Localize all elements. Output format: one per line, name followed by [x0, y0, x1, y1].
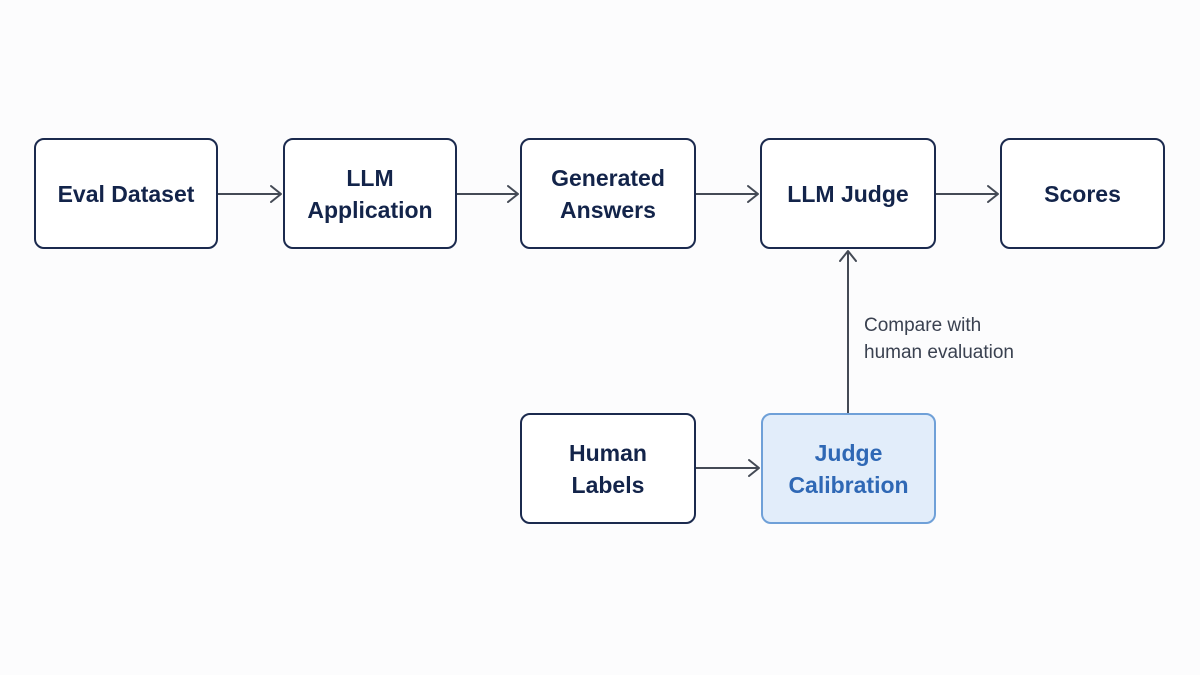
node-label: LLM Judge: [787, 180, 909, 207]
edge-human-to-calibration: [696, 459, 760, 477]
node-label: LLM Application: [307, 164, 433, 223]
edge-annotation: Compare with human evaluation: [864, 315, 1014, 363]
edge-app-to-generated: [457, 185, 519, 203]
node-scores: Scores: [1000, 138, 1165, 249]
node-label: Human Labels: [569, 439, 647, 498]
node-label: Generated Answers: [551, 164, 665, 223]
node-llm-application: LLM Application: [283, 138, 457, 249]
node-eval-dataset: Eval Dataset: [34, 138, 218, 249]
node-label: Eval Dataset: [57, 180, 195, 207]
edge-generated-to-judge: [696, 185, 759, 203]
node-judge-calibration: Judge Calibration: [761, 413, 936, 524]
node-label: Scores: [1044, 180, 1121, 207]
edge-calibration-to-judge: [839, 250, 857, 413]
edge-judge-to-scores: [936, 185, 999, 203]
node-llm-judge: LLM Judge: [760, 138, 936, 249]
node-generated-answers: Generated Answers: [520, 138, 696, 249]
node-human-labels: Human Labels: [520, 413, 696, 524]
node-label: Judge Calibration: [788, 439, 909, 498]
edge-eval-to-app: [218, 185, 282, 203]
